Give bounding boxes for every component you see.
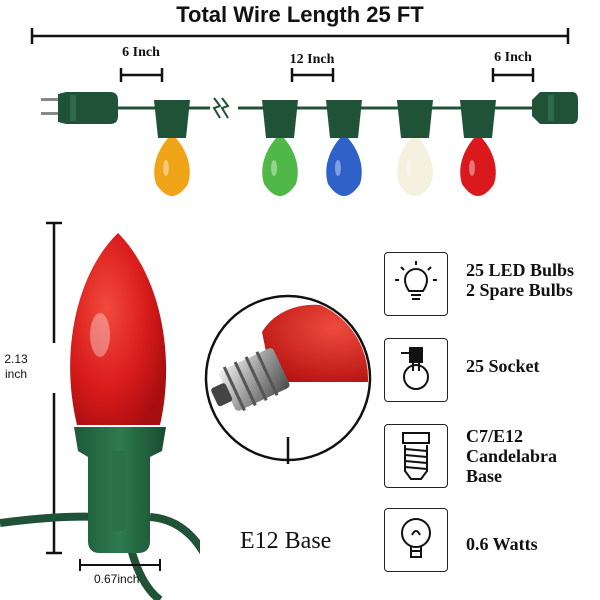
socket-icon — [154, 100, 190, 138]
spacing-label-left: 6 Inch — [122, 45, 160, 60]
height-label: 2.13 inch — [0, 352, 36, 382]
bulb-icon — [397, 134, 433, 196]
candelabra-base-icon — [385, 432, 447, 491]
string-bulb-1 — [154, 100, 190, 196]
feature-line: 25 LED Bulbs — [466, 260, 575, 280]
bulb-icon — [262, 134, 298, 196]
width-label: 0.67inch — [94, 572, 140, 586]
total-length-line — [30, 28, 570, 44]
wire-break-mark — [212, 97, 230, 119]
spacing-label-right: 6 Inch — [494, 50, 532, 65]
bulb-icon — [460, 134, 496, 196]
socket-icon — [326, 100, 362, 138]
bulb-row — [154, 100, 496, 196]
feature-text: 0.6 Watts — [466, 534, 538, 554]
feature-line: 25 Socket — [466, 356, 540, 376]
large-bulb-illustration — [0, 221, 200, 600]
height-value: 2.13 — [4, 352, 28, 366]
socket-icon — [385, 347, 447, 405]
feature-icon-box — [384, 508, 448, 572]
height-dimension-line — [46, 221, 62, 555]
string-bulb-3 — [326, 100, 362, 196]
width-dimension-line — [79, 559, 161, 571]
globe-bulb-icon — [385, 518, 447, 575]
string-bulb-5 — [460, 100, 496, 196]
feature-line: 2 Spare Bulbs — [466, 280, 573, 300]
socket-icon — [460, 100, 496, 138]
string-bulb-4 — [397, 100, 433, 196]
female-connector-icon — [532, 92, 578, 124]
page-title: Total Wire Length 25 FT — [176, 2, 424, 27]
feature-icon-box — [384, 424, 448, 488]
bulb-icon — [326, 134, 362, 196]
spacing-markers — [119, 68, 535, 82]
bulb-icon — [154, 134, 190, 196]
male-plug-icon — [41, 92, 118, 124]
e12-base-closeup — [204, 294, 372, 464]
socket-icon — [262, 100, 298, 138]
height-unit: inch — [4, 367, 27, 381]
feature-line: 0.6 Watts — [466, 534, 538, 554]
feature-line: Candelabra — [466, 446, 558, 466]
socket-icon — [397, 100, 433, 138]
feature-icon-box — [384, 252, 448, 316]
led-bulb-icon — [385, 261, 447, 319]
feature-line: C7/E12 — [466, 426, 524, 446]
feature-icon-box — [384, 338, 448, 402]
feature-text: 25 Socket — [466, 356, 540, 376]
base-label: E12 Base — [240, 528, 332, 554]
red-bulb-icon — [70, 233, 167, 425]
spacing-label-middle: 12 Inch — [289, 52, 335, 67]
string-light-diagram — [30, 28, 578, 196]
string-bulb-2 — [262, 100, 298, 196]
feature-line: Base — [466, 466, 502, 486]
